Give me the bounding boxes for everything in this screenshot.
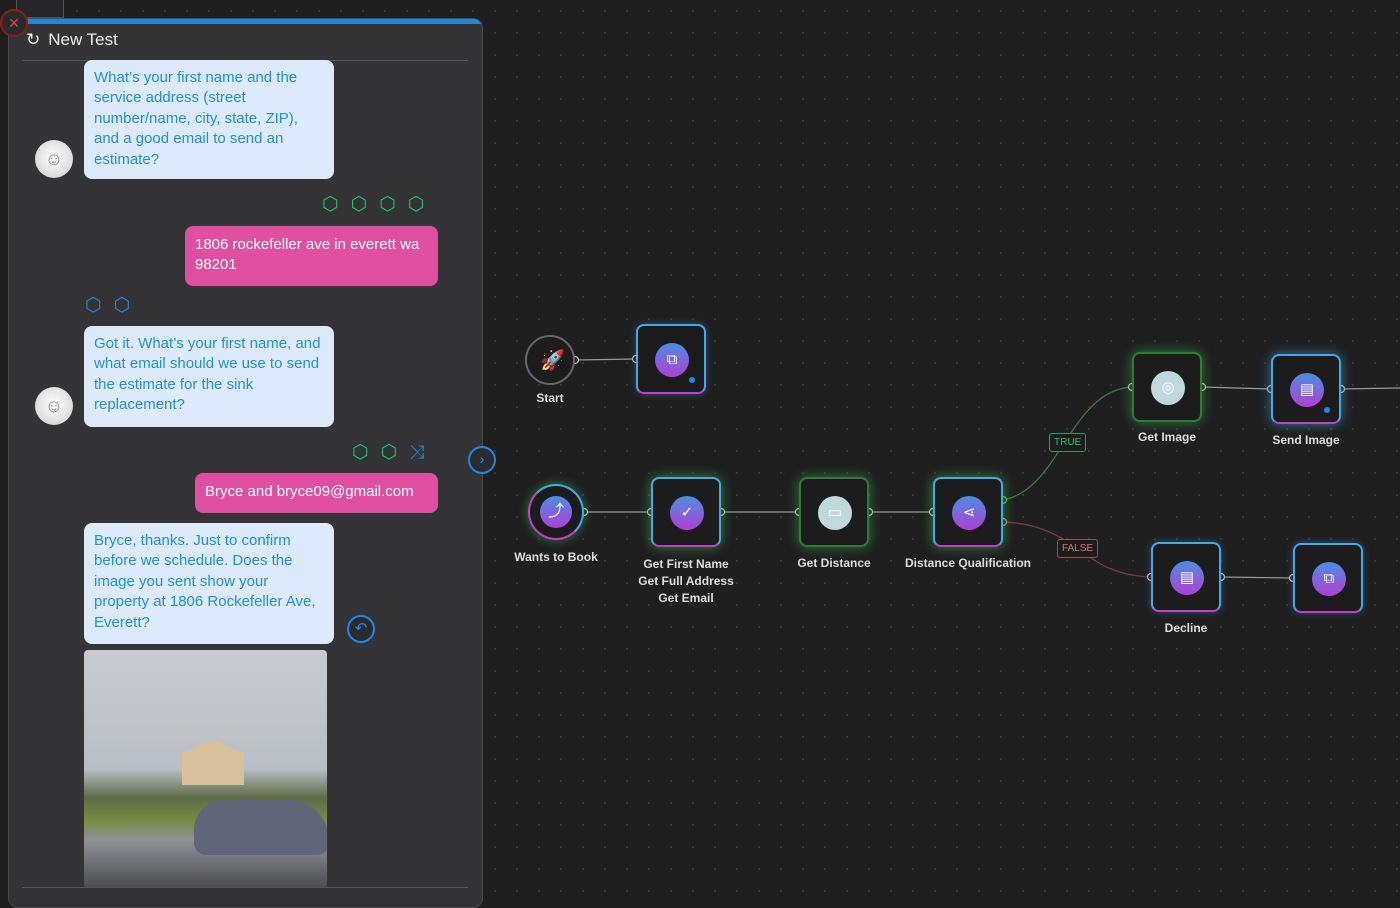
rocket-icon: 🚀 <box>540 350 565 372</box>
cube-icon: ⬡ <box>113 295 131 316</box>
split-arrow-icon: ⤴ <box>540 496 572 528</box>
card-icon: ▭ <box>818 496 852 530</box>
send-image-label: Send Image <box>1272 433 1340 447</box>
cube-icon: ⬡ <box>350 194 368 215</box>
user-message: 1806 rockefeller ave in everett wa 98201 <box>185 226 438 286</box>
panel-accent-bar <box>9 19 482 24</box>
chat-bubbles-icon: ⧉ <box>1312 562 1346 596</box>
wants-to-book-label: Wants to Book <box>514 550 598 564</box>
bot-avatar: ☺ <box>35 140 73 178</box>
cube-icon: ⬡ <box>322 194 339 215</box>
decline-label: Decline <box>1164 621 1208 635</box>
bot-message: Got it. What’s your first name, and what… <box>84 326 334 427</box>
expand-panel-button[interactable]: › <box>468 446 496 474</box>
cube-icon: ⬡ <box>380 442 398 463</box>
panel-header: ↻ New Test <box>26 30 118 50</box>
get-info-node[interactable]: ✓ <box>651 477 721 547</box>
footer-divider <box>22 887 468 888</box>
start-node[interactable]: 🚀 <box>525 335 575 385</box>
close-icon[interactable]: × <box>0 9 28 37</box>
get-distance-node[interactable]: ▭ <box>799 477 869 547</box>
tool-icons: ⬡⬡ <box>85 296 130 315</box>
wants-to-book-node[interactable]: ⤴ <box>528 484 584 540</box>
bot-message: Bryce, thanks. Just to confirm before we… <box>84 523 334 644</box>
bot-message: What’s your first name and the service a… <box>84 60 334 179</box>
branch-icon: ⋖ <box>952 496 986 530</box>
user-message: Bryce and bryce09@gmail.com <box>195 473 438 513</box>
true-branch-label: TRUE <box>1049 433 1087 452</box>
get-distance-label: Get Distance <box>797 556 871 570</box>
get-info-label: Get First Name Get Full Address Get Emai… <box>638 557 734 605</box>
chat-node[interactable]: ⧉ <box>636 324 706 394</box>
undo-icon[interactable]: ↶ <box>347 615 375 643</box>
false-branch-label: FALSE <box>1057 539 1099 558</box>
chat-node-end[interactable]: ⧉ <box>1293 543 1363 613</box>
chat-bubbles-icon: ⧉ <box>655 343 689 377</box>
get-image-node[interactable]: ◎ <box>1132 352 1202 422</box>
message-icon: ▤ <box>1290 373 1324 407</box>
cube-icon: ⬡ <box>407 194 425 215</box>
send-image-node[interactable]: ▤ <box>1271 354 1341 424</box>
distance-qualification-node[interactable]: ⋖ <box>933 477 1003 547</box>
property-image[interactable] <box>84 650 327 888</box>
shuffle-icon: ⤨ <box>409 442 425 463</box>
start-label: Start <box>536 391 564 405</box>
camera-icon: ◎ <box>1151 371 1185 405</box>
cube-icon: ⬡ <box>85 295 102 316</box>
distance-qualification-label: Distance Qualification <box>904 556 1032 570</box>
tool-icons: ⬡ ⬡ ⬡ ⬡ <box>322 195 424 214</box>
bot-avatar: ☺ <box>35 387 73 425</box>
refresh-icon[interactable]: ↻ <box>26 30 41 49</box>
get-image-label: Get Image <box>1137 430 1197 444</box>
cube-icon: ⬡ <box>379 194 396 215</box>
cube-icon: ⬡ <box>352 442 369 463</box>
message-icon: ▤ <box>1170 561 1204 595</box>
decline-node[interactable]: ▤ <box>1151 542 1221 612</box>
check-icon: ✓ <box>670 496 704 530</box>
panel-title: New Test <box>48 30 118 49</box>
tool-icons: ⬡ ⬡ ⤨ <box>352 443 424 462</box>
